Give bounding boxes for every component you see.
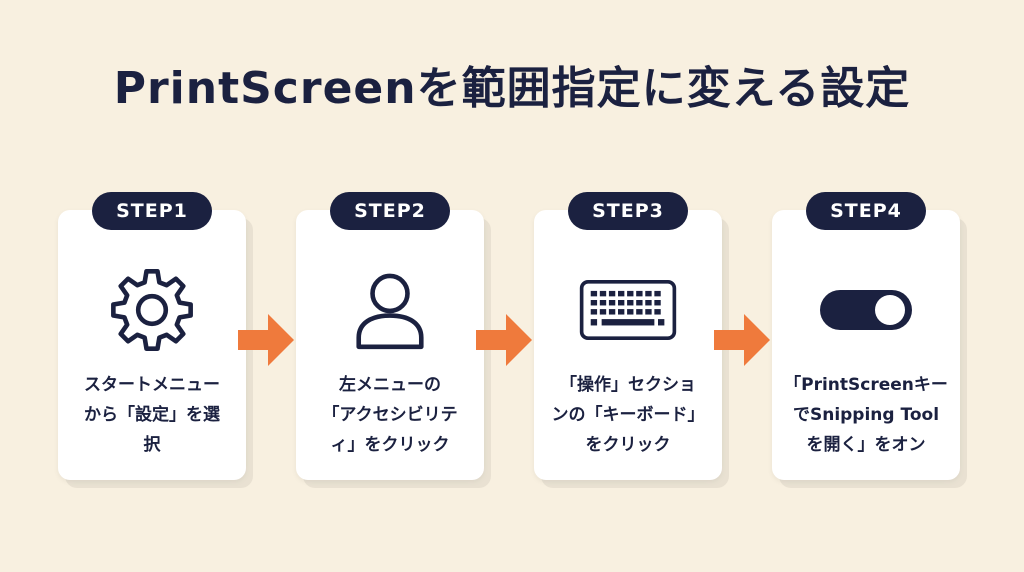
step-card-3: STEP3 「操作」セクショ ンの「キーボード」 をクリック xyxy=(534,192,722,480)
arrow-right-icon xyxy=(714,314,770,366)
step-card-2: STEP2 左メニューの 「アクセシビリテ ィ」をクリック xyxy=(296,192,484,480)
step-text-line: スタートメニュー xyxy=(84,375,220,395)
arrow-right-icon xyxy=(476,314,532,366)
step-badge: STEP2 xyxy=(330,192,450,230)
step-text-line: 「PrintScreenキー xyxy=(784,375,948,395)
step-badge: STEP3 xyxy=(568,192,688,230)
step-text-line: 「アクセシビリテ xyxy=(322,405,458,425)
step-text-line: をクリック xyxy=(585,435,671,455)
step-text: 「PrintScreenキー でSnipping Tool を開く」をオン xyxy=(780,370,952,460)
toggle-switch-icon xyxy=(816,260,916,360)
step-card-4: STEP4 「PrintScreenキー でSnipping Tool を開く」… xyxy=(772,192,960,480)
gear-icon xyxy=(102,260,202,360)
step-text: 「操作」セクショ ンの「キーボード」 をクリック xyxy=(542,370,714,460)
keyboard-icon xyxy=(578,260,678,360)
step-text-line: 択 xyxy=(143,435,161,455)
step-text: スタートメニュー から「設定」を選 択 xyxy=(66,370,238,460)
step-text-line: ィ」をクリック xyxy=(330,435,450,455)
step-text-line: を開く」をオン xyxy=(806,435,926,455)
step-text-line: 「操作」セクショ xyxy=(560,375,696,395)
user-icon xyxy=(340,260,440,360)
step-text: 左メニューの 「アクセシビリテ ィ」をクリック xyxy=(304,370,476,460)
step-text-line: から「設定」を選 xyxy=(84,405,220,425)
step-card-1: STEP1 スタートメニュー から「設定」を選 択 xyxy=(58,192,246,480)
step-badge: STEP4 xyxy=(806,192,926,230)
page-title: PrintScreenを範囲指定に変える設定 xyxy=(113,63,911,114)
step-text-line: ンの「キーボード」 xyxy=(551,405,705,425)
arrow-right-icon xyxy=(238,314,294,366)
step-badge: STEP1 xyxy=(92,192,212,230)
step-text-line: 左メニューの xyxy=(339,375,441,395)
step-text-line: でSnipping Tool xyxy=(792,405,940,425)
